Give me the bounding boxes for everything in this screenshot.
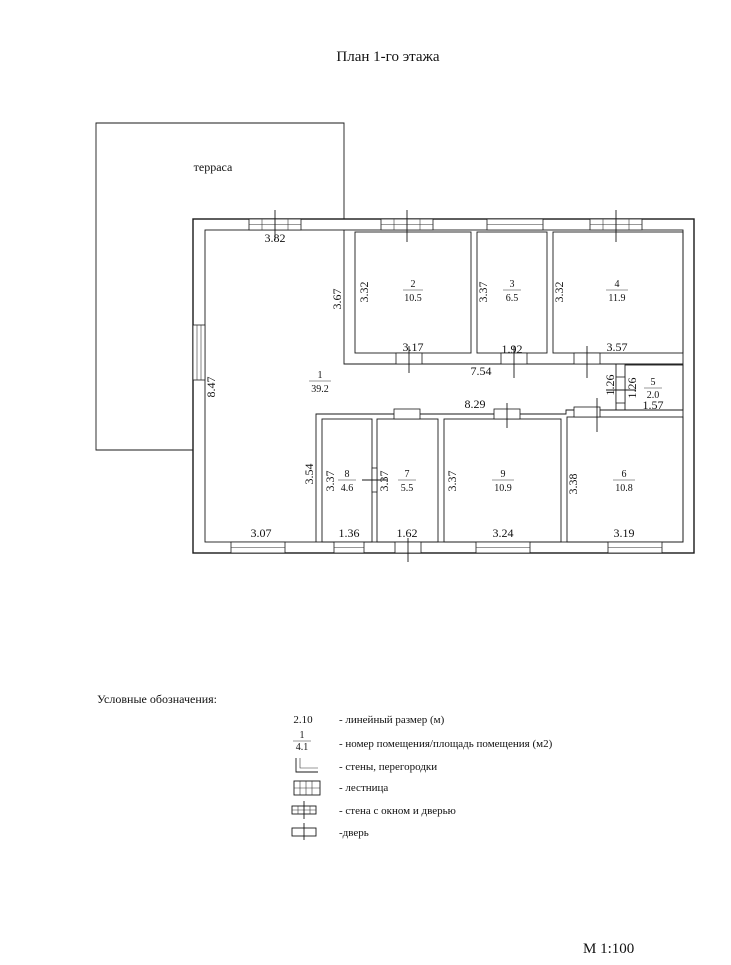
dim-room2-width: 3.17 [403, 340, 424, 354]
legend-heading: Условные обозначения: [97, 692, 217, 706]
svg-text:2.0: 2.0 [647, 390, 660, 401]
dim-room8-width: 1.36 [339, 526, 360, 540]
svg-text:4: 4 [615, 279, 620, 290]
door-room-8 [362, 467, 388, 493]
terrace-label: терраса [194, 160, 233, 174]
svg-text:2: 2 [411, 279, 416, 290]
svg-text:6.5: 6.5 [506, 293, 519, 304]
door-symbol-icon [291, 823, 317, 840]
dim-room6-width: 3.19 [614, 526, 635, 540]
lower-block-wall [315, 409, 683, 542]
window-left [192, 324, 206, 381]
dim-room9-height: 3.37 [445, 471, 459, 492]
dim-corridor-lower: 8.29 [465, 397, 486, 411]
window-bottom-2 [333, 541, 365, 554]
dim-room3-width: 1.92 [502, 342, 523, 356]
outer-wall-outer [192, 218, 695, 554]
window-door-symbol-icon [291, 801, 317, 819]
window-top-3 [486, 218, 544, 231]
legend-item-dimension: 2.10 - линейный размер (м) [293, 714, 444, 726]
legend-room-label: - номер помещения/площадь помещения (м2) [339, 738, 553, 750]
dim-room4-height: 3.32 [552, 282, 566, 303]
dim-room7-width: 1.62 [397, 526, 418, 540]
svg-text:1: 1 [318, 370, 323, 381]
room-label-3: 3 6.5 [503, 279, 521, 304]
door-room-5 [606, 376, 636, 404]
window-top-2 [380, 210, 434, 242]
legend-item-room: 1 4.1 - номер помещения/площадь помещени… [293, 730, 553, 753]
svg-text:9: 9 [501, 469, 506, 480]
door-room-6 [573, 398, 601, 432]
legend-stairs-label: - лестница [339, 782, 388, 794]
svg-text:8: 8 [345, 469, 350, 480]
dim-room7-height: 3.37 [377, 471, 391, 492]
legend-dimension-symbol: 2.10 [293, 714, 313, 726]
svg-text:39.2: 39.2 [311, 384, 329, 395]
svg-text:5.5: 5.5 [401, 483, 414, 494]
terrace-outline [95, 122, 345, 451]
room-label-7: 7 5.5 [398, 469, 416, 494]
door-room-3 [500, 346, 528, 378]
room-label-9: 9 10.9 [492, 469, 514, 494]
dim-left-room1: 8.47 [204, 377, 218, 398]
walls-symbol-icon [295, 758, 318, 773]
legend-room-area: 4.1 [296, 742, 309, 753]
dim-room1-lower-side: 3.54 [302, 464, 316, 485]
svg-text:4.6: 4.6 [341, 483, 354, 494]
legend-dimension-label: - линейный размер (м) [339, 714, 445, 726]
legend-item-wall-window-door: - стена с окном и дверью [291, 801, 456, 819]
door-room-4 [573, 346, 601, 378]
door-room-8-7-upper [393, 408, 421, 420]
dim-room2-height: 3.32 [357, 282, 371, 303]
svg-text:10.9: 10.9 [494, 483, 512, 494]
dim-room9-width: 3.24 [493, 526, 514, 540]
stairs-symbol-icon [293, 780, 321, 796]
window-top-1 [248, 210, 302, 240]
room-label-5: 5 2.0 [644, 377, 662, 401]
door-room-2 [395, 346, 423, 373]
legend-walls-label: - стены, перегородки [339, 761, 437, 773]
legend-wall-window-door-label: - стена с окном и дверью [339, 805, 456, 817]
window-bottom-1 [230, 541, 286, 554]
legend-item-door: -дверь [291, 823, 369, 840]
room-4-outline [552, 231, 684, 354]
svg-text:10.8: 10.8 [615, 483, 633, 494]
dim-room4-width: 3.57 [607, 340, 628, 354]
scale-label: М 1:100 [583, 941, 634, 957]
legend-door-label: -дверь [339, 827, 369, 839]
dim-room3-height: 3.37 [476, 282, 490, 303]
room-9-outline [443, 418, 562, 543]
plan-title: План 1-го этажа [336, 49, 439, 65]
room-label-8: 8 4.6 [338, 469, 356, 494]
dim-room8-height: 3.37 [323, 471, 337, 492]
svg-text:7: 7 [405, 469, 410, 480]
dim-room6-height: 3.38 [566, 474, 580, 495]
svg-text:11.9: 11.9 [608, 293, 625, 304]
legend-item-stairs: - лестница [293, 780, 388, 796]
svg-text:5: 5 [651, 377, 656, 388]
dim-room1-bottom: 3.07 [251, 526, 272, 540]
svg-text:6: 6 [622, 469, 627, 480]
dim-room5-b: 1.26 [625, 378, 639, 399]
svg-text:10.5: 10.5 [404, 293, 422, 304]
room-label-1: 1 39.2 [309, 370, 331, 395]
dim-room5-width: 1.57 [643, 398, 664, 412]
room-label-2: 2 10.5 [403, 279, 423, 304]
dim-room1-upper-side: 3.67 [330, 289, 344, 310]
dim-corridor-upper: 7.54 [471, 364, 492, 378]
window-top-4 [589, 210, 643, 242]
legend-item-walls: - стены, перегородки [295, 758, 437, 773]
room-label-6: 6 10.8 [613, 469, 635, 494]
dim-room5-a: 1.26 [603, 375, 617, 396]
svg-text:3: 3 [510, 279, 515, 290]
window-bottom-4 [607, 541, 663, 554]
door-room-9 [493, 403, 521, 428]
window-bottom-3 [475, 541, 531, 554]
room-label-4: 4 11.9 [606, 279, 628, 304]
legend-room-number: 1 [300, 730, 305, 741]
door-room-7-bottom [394, 538, 422, 562]
dim-top-room1: 3.82 [265, 231, 286, 245]
